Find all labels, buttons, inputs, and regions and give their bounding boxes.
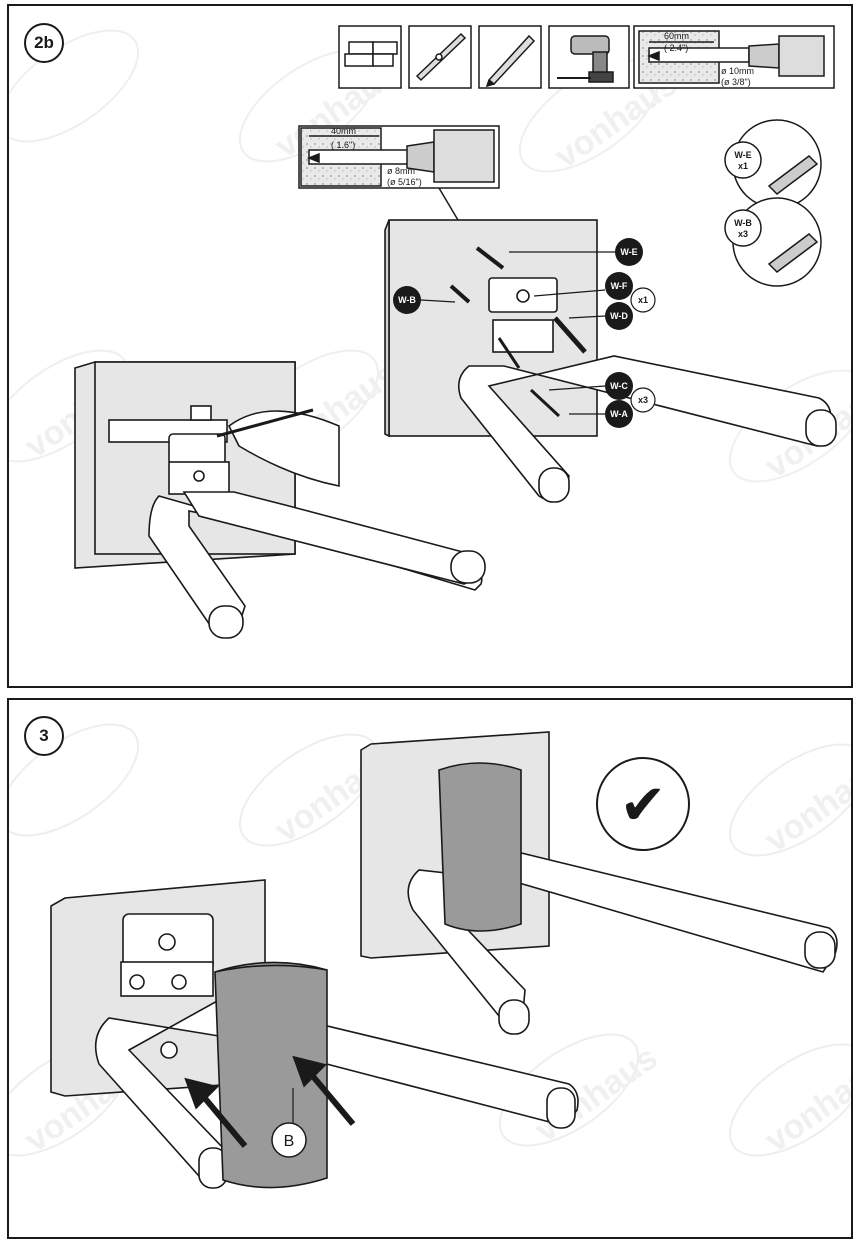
drill-depth-mm: 60mm bbox=[664, 31, 689, 41]
watermark: vonhaus bbox=[758, 1048, 853, 1159]
step-2b-illustration: vonhaus vonhaus vonhaus vonhaus vonhaus bbox=[9, 25, 851, 639]
callout-wa: W-A bbox=[610, 409, 628, 419]
part-wb-qty: x3 bbox=[738, 229, 748, 239]
callout-x3: x3 bbox=[638, 395, 648, 405]
drill-left-depth-in: ( 1.6") bbox=[331, 140, 355, 150]
plug-we-badge bbox=[724, 141, 762, 179]
callout-wa-dot bbox=[605, 400, 633, 428]
pencil-icon bbox=[478, 25, 542, 89]
callout-wf: W-F bbox=[611, 281, 628, 291]
step-3-illustration: vonhaus vonhaus vonhaus vonhaus vonhaus … bbox=[9, 723, 853, 1189]
step-number-badge: 2b bbox=[24, 23, 64, 63]
part-we-qty: x1 bbox=[738, 161, 748, 171]
callout-wc-dot bbox=[605, 372, 633, 400]
drill-icon bbox=[548, 25, 630, 89]
cover-b-label: B bbox=[284, 1133, 295, 1150]
callout-wf-dot bbox=[605, 272, 633, 300]
left-wall-assembly bbox=[74, 361, 486, 639]
step-2b-panel: 2b vonhaus vonhaus vonhaus vonhaus vonha… bbox=[7, 4, 853, 688]
part-wb-label: W-B bbox=[734, 218, 752, 228]
callout-x1: x1 bbox=[638, 295, 648, 305]
check-mark: ✔ bbox=[620, 773, 667, 836]
right-wall-assembly bbox=[384, 219, 837, 503]
callout-we-dot bbox=[615, 238, 643, 266]
plug-wb-badge bbox=[724, 209, 762, 247]
drill-depth-icon bbox=[633, 25, 835, 89]
step-3-panel: 3 vonhaus vonhaus vonhaus vonhaus vonhau… bbox=[7, 698, 853, 1239]
spirit-level-icon bbox=[408, 25, 472, 89]
watermark: vonhaus bbox=[758, 748, 853, 859]
callout-wc: W-C bbox=[610, 381, 628, 391]
drill-depth-in: ( 2.4") bbox=[664, 43, 688, 53]
callout-we: W-E bbox=[620, 247, 637, 257]
callout-wb: W-B bbox=[398, 295, 416, 305]
callout-wd-dot bbox=[605, 302, 633, 330]
check-icon: ✔ bbox=[596, 757, 690, 851]
callout-x3-badge bbox=[630, 387, 656, 413]
drill-dia-mm: ø 10mm bbox=[721, 66, 754, 76]
step-number-badge: 3 bbox=[24, 716, 64, 756]
drill-detail-left bbox=[298, 125, 500, 243]
callout-x1-badge bbox=[630, 287, 656, 313]
drill-left-depth-mm: 40mm bbox=[331, 126, 356, 136]
bricks-icon bbox=[338, 25, 402, 89]
drill-left-dia-in: (ø 5/16") bbox=[387, 177, 422, 187]
push-arrows bbox=[184, 1055, 356, 1148]
callout-wb-dot bbox=[393, 286, 421, 314]
drill-dia-in: (ø 3/8") bbox=[721, 77, 751, 87]
finished-wall-assembly bbox=[360, 731, 838, 1035]
cover-fitting-assembly bbox=[50, 879, 579, 1189]
part-we-label: W-E bbox=[734, 150, 751, 160]
cover-b-callout: B bbox=[271, 1088, 307, 1158]
drill-left-dia-mm: ø 8mm bbox=[387, 166, 415, 176]
callout-wd: W-D bbox=[610, 311, 628, 321]
